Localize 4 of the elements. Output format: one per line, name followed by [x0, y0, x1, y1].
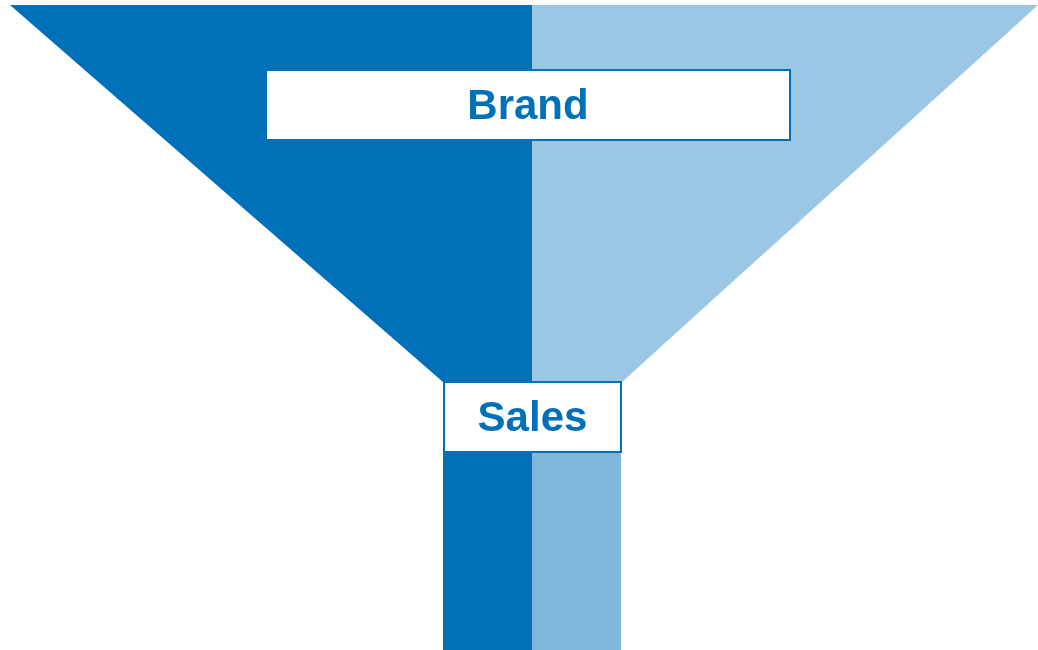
- stage-label: Sales: [477, 393, 588, 441]
- title-box: [265, 69, 791, 141]
- label-box: [443, 381, 622, 453]
- stage-label: Brand: [467, 81, 589, 129]
